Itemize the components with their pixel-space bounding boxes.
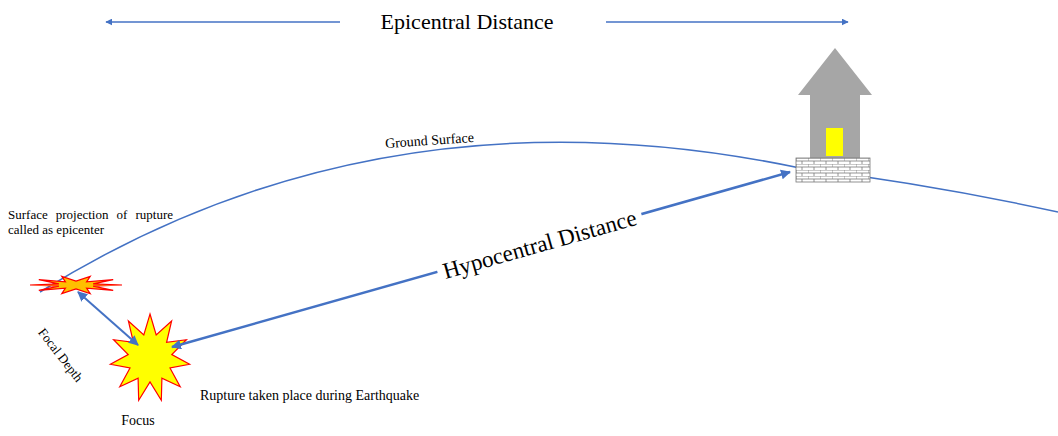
surface-label: Ground Surface [385, 130, 475, 152]
epicenter-note: Surface projection of rupture called as … [8, 208, 173, 238]
hypocentral-arrow [172, 172, 790, 347]
epicenter-star [30, 276, 122, 293]
rupture-note: Rupture taken place during Earthquake [200, 388, 435, 404]
focus-star [110, 314, 189, 400]
house-door [826, 128, 843, 156]
brick-foundation [796, 158, 870, 182]
distance-arrow [106, 21, 340, 23]
focus-label: Focus [121, 413, 154, 429]
house-body [798, 48, 872, 160]
depth-label: Focal Depth [34, 325, 85, 385]
distance-label: Epicentral Distance [375, 9, 560, 34]
focal-depth-arrow [78, 292, 138, 345]
ground-surface-line [40, 142, 1058, 292]
distance-label: Hypocentral Distance [434, 203, 645, 286]
distance-arrow [606, 21, 848, 23]
